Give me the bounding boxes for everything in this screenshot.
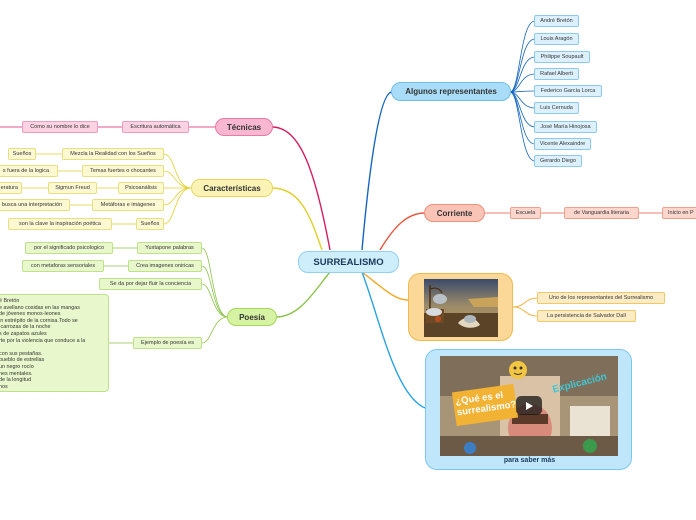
leaf-mezcla-realidad[interactable]: Mezcla la Realidad con los Sueños <box>62 148 164 160</box>
video-thumbnail[interactable]: ¿Qué es el surrealismo? Explicación <box>440 356 618 456</box>
leaf-fuera-logica[interactable]: s fuera de la logica <box>0 165 58 177</box>
leaf-escuela[interactable]: Escuela <box>510 207 541 219</box>
branch-poesia[interactable]: Poesía <box>227 308 277 326</box>
leaf-luis-cernuda[interactable]: Luis Cernuda <box>534 102 579 114</box>
poem-line: hos <box>0 383 8 390</box>
poem-line: nes mentales. <box>0 370 33 377</box>
leaf-temas-fuertes[interactable]: Temas fuertes o chocantes <box>82 165 164 177</box>
branch-tecnicas[interactable]: Técnicas <box>215 118 273 136</box>
branch-caracteristicas[interactable]: Características <box>191 179 273 197</box>
video-topic[interactable]: ¿Qué es el surrealismo? Explicación para… <box>425 349 632 470</box>
leaf-jose-maria-hinojosa[interactable]: José María Hinojosa <box>534 121 597 133</box>
poem-line: con sus pestañas. <box>0 350 43 357</box>
leaf-escritura-automatica[interactable]: Escritura automática <box>122 121 189 133</box>
poem-line: rte por la violencia que conduce a la <box>0 337 86 344</box>
painting-topic[interactable] <box>408 273 513 341</box>
leaf-philippe-soupault[interactable]: Philippe Soupault <box>534 51 590 63</box>
leaf-metaforas-sensoriales[interactable]: con metaforas sensoriales <box>22 260 104 272</box>
poem-line: e avellano cosidas en las mangas <box>0 304 80 311</box>
leaf-rafael-alberti[interactable]: Rafael Alberti <box>534 68 579 80</box>
poem-line: de jóvenes monos-leones <box>0 311 61 318</box>
leaf-gerardo-diego[interactable]: Gerardo Diego <box>534 155 582 167</box>
central-topic[interactable]: SURREALISMO <box>298 251 399 273</box>
link-video <box>361 271 426 409</box>
leaf-metaforas-imagenes[interactable]: Metáforas e imágenes <box>92 199 164 211</box>
leaf-vanguardia-literaria[interactable]: de Vanguardia literaria <box>564 207 639 219</box>
poem-line: s de zapatos azules <box>0 330 47 337</box>
leaf-federico-garcia-lorca[interactable]: Federico García Lorca <box>534 85 602 97</box>
leaf-fluir-conciencia[interactable]: Se da por dejar fluir la conciencia <box>99 278 202 290</box>
leaf-suenos[interactable]: Sueños <box>8 148 36 160</box>
link-poesia <box>275 271 331 318</box>
leaf-como-su-nombre[interactable]: Como su nombre lo dice <box>22 121 98 133</box>
link-representantes <box>361 91 393 251</box>
leaf-psicoanalisis[interactable]: Psicoanálisis <box>118 182 164 194</box>
leaf-representante-surrealismo[interactable]: Uno de los representantes del Surrealism… <box>537 292 665 304</box>
poem-line: carrozas de la noche <box>0 324 51 331</box>
poem-line: de la longitud <box>0 377 32 384</box>
leaf-suenos-2[interactable]: Sueños <box>136 218 164 230</box>
play-button[interactable] <box>516 396 542 415</box>
leaf-inicio[interactable]: Inicio en P <box>662 207 696 219</box>
leaf-imagenes-oniricas[interactable]: Crea imagenes oniricas <box>128 260 202 272</box>
poem-line: in estrépito de la cornisa.Todo se <box>0 317 78 324</box>
play-icon <box>526 401 533 410</box>
video-caption: para saber más <box>503 457 556 464</box>
poem-line <box>0 344 104 351</box>
poem-line: un negro rocío <box>0 363 34 370</box>
poem-line: é Bretón <box>0 298 20 304</box>
leaf-sigmun-freud[interactable]: Sigmun Freud <box>48 182 97 194</box>
leaf-andre-breton[interactable]: André Bretón <box>534 15 579 27</box>
link-caracteristicas <box>271 187 323 251</box>
branch-representantes[interactable]: Algunos representantes <box>391 82 511 101</box>
persistence-of-memory-image <box>424 279 498 337</box>
link-tecnicas <box>271 126 331 251</box>
leaf-busca-interpretacion[interactable]: busca una interpretación <box>0 199 70 211</box>
leaf-clave-inspiracion[interactable]: son la clave la inspiración poética <box>8 218 112 230</box>
leaf-significado-psicologico[interactable]: por el significado psicologico <box>25 242 113 254</box>
link-pintura <box>361 271 409 301</box>
leaf-yuxtapone[interactable]: Yuxtapone palabras <box>137 242 202 254</box>
branch-corriente[interactable]: Corriente <box>424 204 485 222</box>
poem-line: pueblo de estrellas <box>0 357 45 364</box>
leaf-ejemplo-poesia[interactable]: Ejemplo de poesía es <box>133 337 202 349</box>
leaf-persistencia-dali[interactable]: La persistencia de Salvador Dalí <box>537 310 636 322</box>
leaf-literatura[interactable]: eratura <box>0 182 22 194</box>
leaf-louis-aragon[interactable]: Louis Aragón <box>534 33 579 45</box>
leaf-vicente-alexaindre[interactable]: Vicente Alexaindre <box>534 138 591 150</box>
link-corriente <box>379 212 426 251</box>
